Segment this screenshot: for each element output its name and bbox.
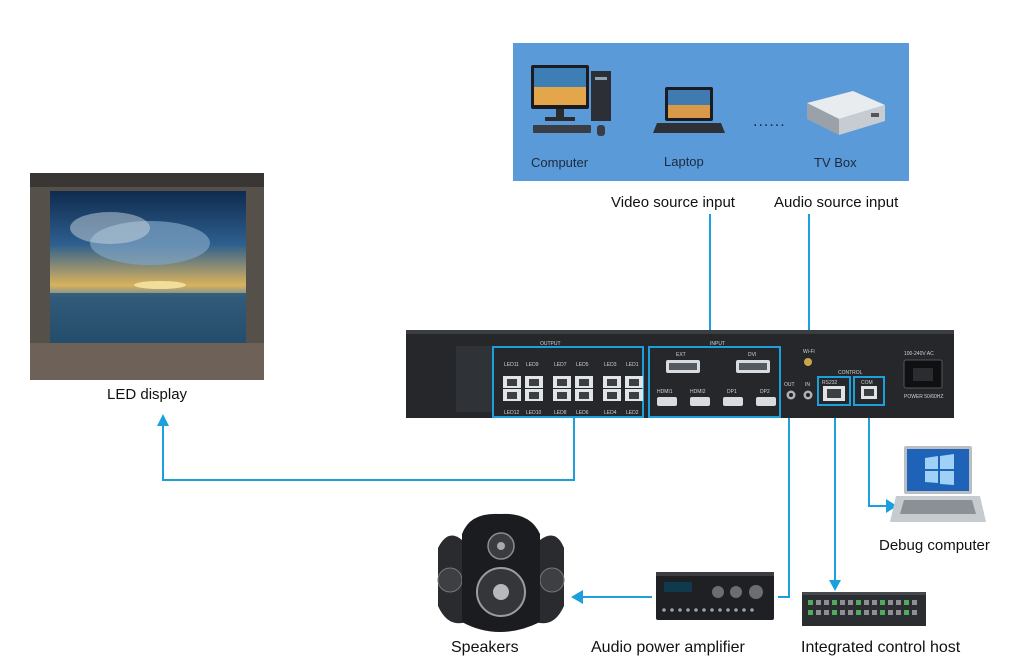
svg-text:HDMI1: HDMI1 — [657, 389, 673, 395]
video-source-panel: Computer Laptop ...... TV Box — [513, 43, 909, 181]
rs232-wire — [834, 404, 836, 584]
led-display-label: LED display — [107, 386, 188, 403]
source-devices-art — [531, 65, 885, 136]
tvbox-icon — [807, 91, 885, 135]
audio-source-input-label: Audio source input — [774, 194, 899, 211]
rj45-port-label: LED12 — [504, 410, 520, 416]
output-wire-horizontal — [162, 479, 575, 481]
rj45-port-label: LED8 — [554, 410, 567, 416]
output-wire-vertical — [573, 418, 575, 480]
audio-input-wire — [808, 214, 810, 369]
amplifier-icon — [656, 572, 774, 620]
com-port-group — [853, 376, 885, 406]
speakers-icon — [437, 513, 565, 632]
rj45-port-label: LED11 — [504, 362, 519, 368]
rj45-port-label: LED2 — [626, 410, 639, 416]
com-wire-vertical — [868, 404, 870, 506]
led-display-image — [30, 173, 264, 380]
hdmi2-port — [690, 397, 710, 406]
svg-text:OUTPUT: OUTPUT — [540, 341, 561, 347]
debug-computer-label: Debug computer — [879, 537, 990, 554]
svg-text:DVI: DVI — [748, 352, 756, 358]
laptop-label: Laptop — [664, 154, 704, 169]
svg-text:Wi-Fi: Wi-Fi — [803, 349, 815, 355]
svg-text:RS232: RS232 — [822, 380, 838, 386]
dp2-port — [756, 397, 776, 406]
wifi-antenna-icon — [804, 358, 812, 366]
svg-text:COM: COM — [861, 380, 873, 386]
tvbox-label: TV Box — [814, 155, 857, 170]
debug-laptop-icon — [890, 446, 986, 522]
control-host-icon — [802, 592, 926, 626]
svg-text:HDMI2: HDMI2 — [690, 389, 706, 395]
control-host-arrowhead — [829, 580, 841, 591]
rs232-port-group — [817, 376, 851, 406]
output-wire-to-display — [162, 420, 164, 481]
speaker-arrowhead — [571, 590, 583, 604]
svg-text:OUT: OUT — [784, 382, 795, 388]
svg-text:INPUT: INPUT — [710, 341, 725, 347]
hdmi1-port — [657, 397, 677, 406]
svg-text:DP1: DP1 — [727, 389, 737, 395]
rj45-port-label: LED3 — [604, 362, 617, 368]
amplifier-label: Audio power amplifier — [591, 639, 745, 656]
computer-label: Computer — [531, 155, 589, 170]
rj45-port-label: LED6 — [576, 410, 589, 416]
led-controller: LED11LED12LED9LED10LED7LED8LED5LED6LED3L… — [406, 330, 954, 418]
audio-out-wire — [788, 404, 790, 598]
rj45-port-label: LED9 — [526, 362, 539, 368]
video-input-wire — [709, 214, 711, 347]
svg-text:DP2: DP2 — [760, 389, 770, 395]
speakers-label: Speakers — [451, 639, 519, 656]
video-source-input-label: Video source input — [611, 194, 735, 211]
rj45-port-label: LED10 — [526, 410, 542, 416]
rj45-port-label: LED1 — [626, 362, 639, 368]
debug-arrowhead — [886, 499, 897, 513]
svg-text:CONTROL: CONTROL — [838, 370, 863, 376]
rj45-port-label: LED4 — [604, 410, 617, 416]
svg-text:IN: IN — [805, 382, 810, 388]
control-host-label: Integrated control host — [801, 639, 961, 656]
more-sources-ellipsis: ...... — [753, 113, 786, 130]
svg-text:EXT: EXT — [676, 352, 686, 358]
display-arrowhead — [157, 414, 169, 426]
svg-text:POWER 50/60HZ: POWER 50/60HZ — [904, 394, 943, 400]
rj45-port-label: LED7 — [554, 362, 567, 368]
rj45-port-label: LED5 — [576, 362, 589, 368]
svg-text:100-240V AC: 100-240V AC — [904, 351, 934, 357]
audio-out-wire-end — [778, 596, 790, 598]
com-wire-horizontal — [868, 505, 888, 507]
laptop-icon — [653, 87, 725, 133]
input-port-group — [648, 346, 781, 418]
dp1-port — [723, 397, 743, 406]
speaker-wire — [582, 596, 652, 598]
computer-icon — [531, 65, 611, 136]
